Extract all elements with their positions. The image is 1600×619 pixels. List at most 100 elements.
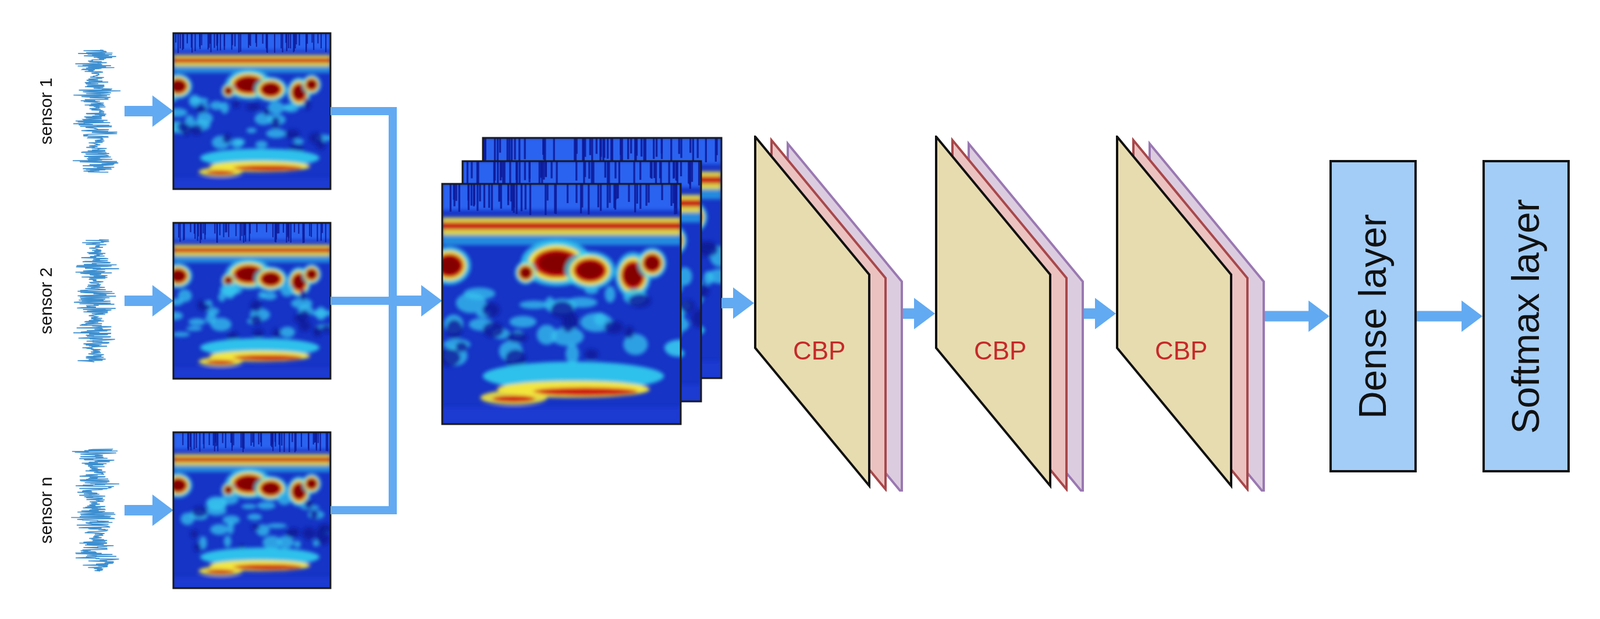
graphic-part [274, 432, 276, 447]
graphic-part [190, 124, 203, 135]
graphic-part [262, 83, 279, 95]
graphic-part [188, 318, 206, 326]
graphic-part [616, 183, 618, 199]
graphic-part [484, 137, 486, 163]
graphic-part [173, 457, 331, 462]
graphic-part [301, 527, 316, 540]
graphic-part [272, 432, 274, 451]
flow-arrow [1083, 297, 1116, 330]
graphic-part [493, 161, 496, 181]
graphic-part [173, 577, 331, 589]
graphic-part [222, 484, 234, 496]
graphic-part [630, 137, 632, 154]
graphic-part [604, 321, 624, 334]
graphic-part [546, 183, 549, 201]
graphic-part [246, 128, 258, 134]
graphic-part [306, 33, 308, 44]
graphic-part [285, 129, 301, 140]
graphic-part [192, 506, 208, 518]
graphic-part [442, 222, 681, 230]
graphic-part [483, 183, 486, 208]
graphic-part [262, 292, 277, 301]
graphic-part [221, 83, 236, 99]
graphic-part [200, 222, 202, 239]
graphic-part [453, 183, 455, 207]
graphic-part [173, 263, 192, 289]
graphic-part [307, 432, 309, 449]
graphic-part [179, 222, 181, 242]
graphic-part [187, 432, 189, 451]
graphic-part [196, 112, 213, 126]
scalogram-image [427, 183, 696, 425]
graphic-part [189, 432, 191, 447]
graphic-part [509, 315, 537, 328]
graphic-part [250, 299, 262, 312]
sensor-waveform [72, 50, 121, 173]
graphic-part [173, 78, 188, 95]
graphic-part [645, 256, 660, 270]
cbp-layer [1117, 136, 1232, 486]
graphic-part [510, 183, 512, 202]
graphic-part [215, 432, 217, 447]
graphic-part [639, 183, 642, 209]
graphic-part [198, 566, 243, 576]
graphic-part [442, 183, 681, 425]
graphic-part [260, 271, 283, 287]
graphic-part [295, 33, 297, 45]
graphic-part [652, 137, 655, 159]
graphic-part [498, 183, 500, 202]
graphic-part [234, 33, 236, 47]
flow-arrow [388, 285, 443, 317]
graphic-part [281, 432, 283, 446]
graphic-part [206, 170, 236, 176]
graphic-part [703, 271, 714, 286]
graphic-part [260, 432, 262, 443]
graphic-part [305, 33, 307, 53]
graphic-part [603, 137, 606, 158]
graphic-part [316, 222, 318, 242]
graphic-part [307, 510, 325, 519]
graphic-part [659, 161, 661, 179]
graphic-part [293, 33, 295, 53]
graphic-part [210, 524, 229, 536]
graphic-part [510, 137, 513, 164]
graphic-part [515, 183, 518, 215]
graphic-part [233, 165, 303, 172]
graphic-part [249, 33, 251, 46]
graphic-part [313, 325, 322, 337]
graphic-part [206, 569, 236, 575]
graphic-part [280, 283, 294, 297]
graphic-part [645, 183, 647, 206]
graphic-part [173, 80, 186, 92]
graphic-part [305, 268, 319, 281]
graphic-part [519, 300, 550, 309]
graphic-part [307, 432, 309, 451]
graphic-part [173, 222, 331, 379]
graphic-part [262, 273, 279, 285]
graphic-part [467, 183, 469, 201]
graphic-part [513, 137, 516, 160]
graphic-part [219, 33, 222, 51]
graphic-part [453, 183, 455, 200]
graphic-part [243, 222, 245, 243]
graphic-part [302, 222, 304, 234]
graphic-part [595, 137, 598, 154]
graphic-part [234, 138, 246, 147]
graphic-part [293, 138, 304, 144]
graphic-part [208, 432, 211, 446]
graphic-part [536, 324, 557, 345]
scalogram-image [164, 432, 333, 589]
graphic-part [660, 137, 663, 154]
graphic-part [672, 161, 675, 179]
graphic-part [252, 328, 265, 338]
graphic-part [214, 432, 216, 452]
graphic-part [499, 137, 501, 153]
graphic-part [224, 33, 226, 51]
graphic-part [218, 292, 226, 302]
graphic-part [518, 265, 533, 280]
graphic-part [203, 432, 205, 449]
graphic-part [325, 222, 327, 243]
graphic-part [288, 33, 290, 49]
graphic-part [581, 183, 583, 208]
graphic-part [678, 137, 681, 155]
